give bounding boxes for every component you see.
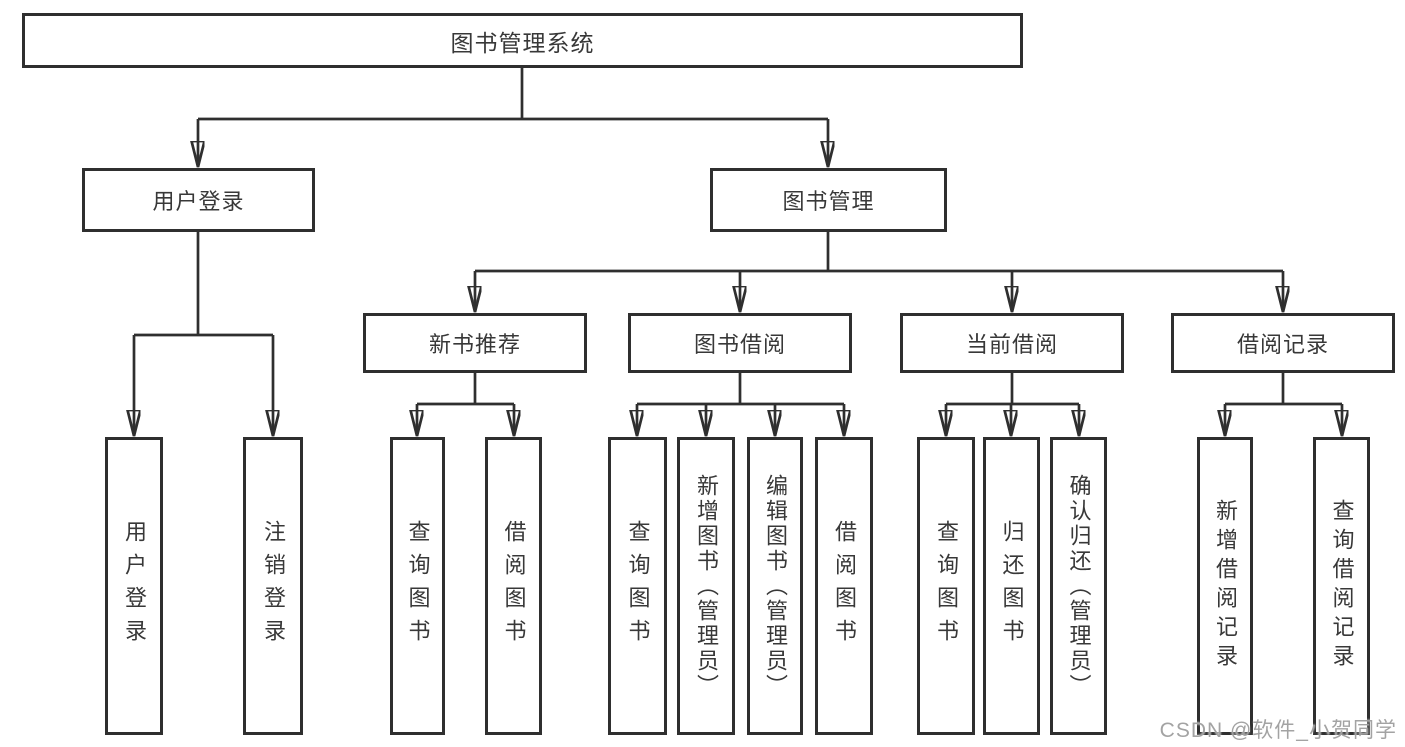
csdn-watermark: CSDN @软件_小贺同学 — [1159, 719, 1397, 742]
leaf-query-borrow-record-label: 查询借阅记录 — [1329, 499, 1355, 673]
leaf-edit-books-admin-label: 编辑图书（管理员） — [763, 473, 788, 699]
leaf-query-books-borrow-label: 查询图书 — [625, 520, 651, 652]
leaf-add-borrow-record-label: 新增借阅记录 — [1213, 499, 1238, 673]
leaf-query-books-recommend: 查询图书 — [390, 437, 445, 735]
leaf-return-books-label: 归还图书 — [999, 520, 1025, 652]
leaf-user-login: 用户登录 — [105, 437, 163, 735]
node-book-borrow: 图书借阅 — [628, 313, 852, 373]
node-book-management: 图书管理 — [710, 168, 947, 232]
leaf-borrow-books-recommend: 借阅图书 — [485, 437, 542, 735]
node-library-management-system: 图书管理系统 — [22, 13, 1023, 68]
leaf-return-books: 归还图书 — [983, 437, 1040, 735]
leaf-confirm-return-admin-label: 确认归还（管理员） — [1066, 473, 1092, 699]
leaf-user-login-label: 用户登录 — [122, 520, 147, 652]
node-current-borrow: 当前借阅 — [900, 313, 1124, 373]
leaf-edit-books-admin: 编辑图书（管理员） — [747, 437, 803, 735]
leaf-add-borrow-record: 新增借阅记录 — [1197, 437, 1253, 735]
leaf-query-books-borrow: 查询图书 — [608, 437, 667, 735]
leaf-borrow-books-label: 借阅图书 — [832, 520, 857, 652]
node-user-login: 用户登录 — [82, 168, 315, 232]
node-new-book-recommend: 新书推荐 — [363, 313, 587, 373]
leaf-logout: 注销登录 — [243, 437, 303, 735]
leaf-logout-label: 注销登录 — [261, 520, 286, 652]
leaf-add-books-admin: 新增图书（管理员） — [677, 437, 735, 735]
leaf-borrow-books-recommend-label: 借阅图书 — [501, 520, 527, 652]
node-borrow-records: 借阅记录 — [1171, 313, 1395, 373]
leaf-borrow-books: 借阅图书 — [815, 437, 873, 735]
leaf-query-borrow-record: 查询借阅记录 — [1313, 437, 1370, 735]
leaf-query-books-current-label: 查询图书 — [934, 520, 959, 652]
leaf-confirm-return-admin: 确认归还（管理员） — [1050, 437, 1107, 735]
leaf-add-books-admin-label: 新增图书（管理员） — [694, 473, 719, 699]
leaf-query-books-recommend-label: 查询图书 — [405, 520, 431, 652]
leaf-query-books-current: 查询图书 — [917, 437, 975, 735]
